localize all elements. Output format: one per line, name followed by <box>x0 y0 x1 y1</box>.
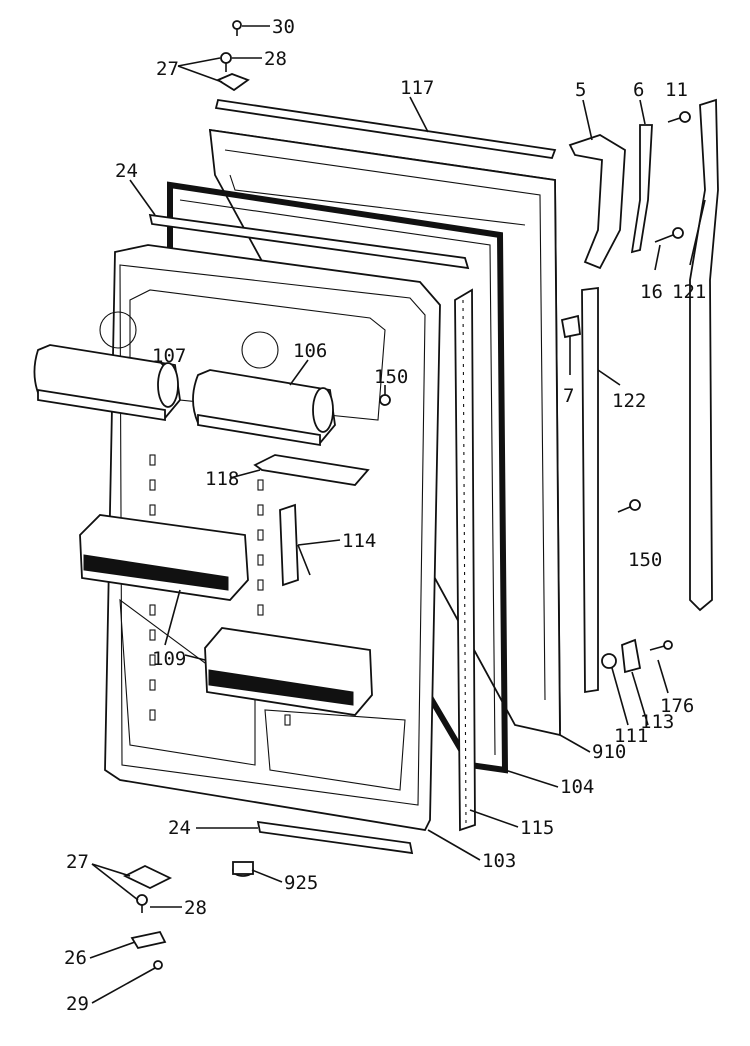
hinge-27-top <box>216 73 250 92</box>
callout-103: 103 <box>482 850 516 872</box>
callout-28-bottom: 28 <box>184 897 207 919</box>
shelf-cover-118 <box>253 454 370 486</box>
screw-176 <box>649 640 673 651</box>
hinge-27-bottom <box>122 864 173 890</box>
dairy-compartment-107 <box>33 344 181 422</box>
callout-labels: 30 28 27 117 5 6 11 24 16 121 107 106 15… <box>64 16 706 1015</box>
dairy-compartment-106 <box>192 369 336 447</box>
callout-122: 122 <box>612 390 646 412</box>
screw-28-top <box>220 52 232 72</box>
callout-176: 176 <box>660 695 694 717</box>
callout-121: 121 <box>672 281 706 303</box>
callout-109: 109 <box>152 648 186 670</box>
door-handle-121 <box>689 98 719 612</box>
callout-925: 925 <box>284 872 318 894</box>
callout-115: 115 <box>520 817 554 839</box>
screw-16 <box>654 227 684 243</box>
bottom-trim-strip-24 <box>256 820 414 855</box>
screw-150-lower <box>617 499 641 513</box>
callout-6: 6 <box>633 79 644 101</box>
callout-114: 114 <box>342 530 376 552</box>
door-bin-109-upper <box>79 514 249 601</box>
breaker-strip-115 <box>454 288 476 832</box>
callout-910: 910 <box>592 741 626 763</box>
glide-foot-925 <box>232 861 254 877</box>
callout-150-lower: 150 <box>628 549 662 571</box>
callout-113: 113 <box>640 711 674 733</box>
callout-5: 5 <box>575 79 586 101</box>
door-bin-109-lower <box>204 627 373 716</box>
handle-strap-6 <box>630 124 653 254</box>
top-cap-117 <box>214 98 557 159</box>
callout-117: 117 <box>400 77 434 99</box>
screw-29 <box>153 960 163 970</box>
leader-lines <box>89 25 706 1004</box>
callout-24-top: 24 <box>115 160 138 182</box>
callout-118: 118 <box>205 468 239 490</box>
screw-28-bottom <box>136 894 148 913</box>
callout-111: 111 <box>614 725 648 747</box>
door-gasket-104 <box>167 181 509 774</box>
washer-111 <box>601 653 617 669</box>
callout-11: 11 <box>665 79 688 101</box>
top-trim-strip-24 <box>148 213 470 270</box>
callout-29: 29 <box>66 993 89 1015</box>
screw-11 <box>667 111 691 123</box>
callout-16: 16 <box>640 281 663 303</box>
callout-7: 7 <box>563 385 574 407</box>
callout-24-bottom: 24 <box>168 817 191 839</box>
hinge-pin-26 <box>130 930 167 950</box>
callout-26: 26 <box>64 947 87 969</box>
callout-28-top: 28 <box>264 48 287 70</box>
callout-27-bottom: 27 <box>66 851 89 873</box>
shelf-rail-114 <box>279 503 299 587</box>
stop-113 <box>621 638 642 674</box>
callout-150-upper: 150 <box>374 366 408 388</box>
screw-30 <box>232 20 242 36</box>
callout-27-top: 27 <box>156 58 179 80</box>
bracket-7 <box>560 314 581 339</box>
callout-107: 107 <box>152 345 186 367</box>
handle-bracket-122 <box>581 286 599 694</box>
callout-104: 104 <box>560 776 594 798</box>
screw-150-upper <box>379 394 391 406</box>
callout-106: 106 <box>293 340 327 362</box>
callout-30: 30 <box>272 16 295 38</box>
hinge-cover-5 <box>568 134 626 270</box>
